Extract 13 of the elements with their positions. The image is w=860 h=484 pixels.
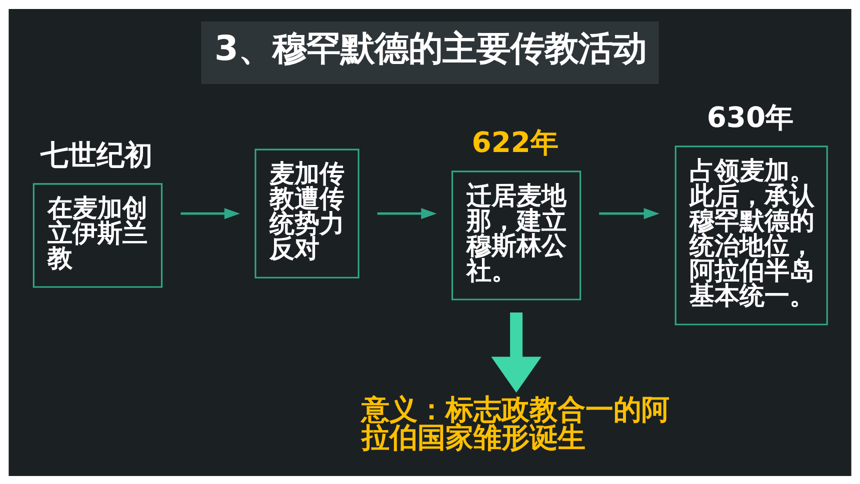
node-box: 麦加传教遭传统势力反对	[254, 148, 360, 278]
arrow	[599, 208, 660, 219]
node-box: 迁居麦地那，建立穆斯林公社。	[451, 170, 582, 300]
arrow	[491, 312, 542, 392]
arrow	[180, 208, 240, 219]
node-label: 七世纪初	[40, 138, 153, 171]
node-text: 意义：标志政教合一的阿拉伯国家雏形诞生	[362, 392, 670, 454]
arrow	[377, 208, 437, 219]
node-label: 622年	[472, 125, 558, 158]
node-label: 630年	[706, 100, 794, 134]
diagram-title: 3、穆罕默德的主要传教活动	[214, 28, 646, 68]
node-box: 占领麦加。此后，承认穆罕默德的统治地位，阿拉伯半岛基本统一。	[674, 145, 828, 325]
node-box: 在麦加创立伊斯兰教	[32, 182, 163, 288]
